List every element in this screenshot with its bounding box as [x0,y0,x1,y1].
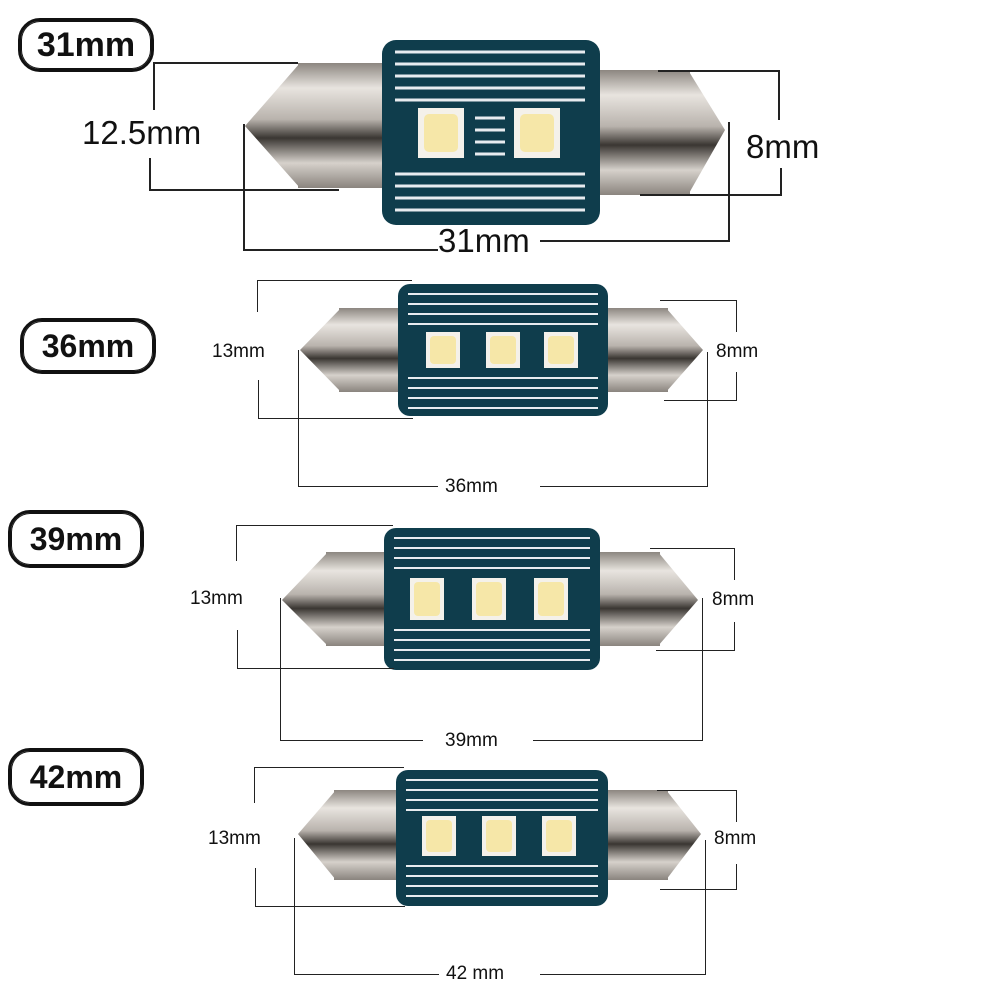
cap-label-31mm: 8mm [746,128,820,165]
size-badge-36mm: 36mm [20,318,156,374]
length-label-31mm: 31mm [438,222,530,259]
cap-label-36mm: 8mm [716,341,759,362]
size-badge-39mm: 39mm [8,510,144,568]
bulb-31mm-image [245,40,725,225]
diameter-label-36mm: 13mm [212,341,265,362]
length-label-36mm: 36mm [445,476,498,497]
diameter-label-42mm: 13mm [208,828,261,849]
size-badge-42mm: 42mm [8,748,144,806]
bulb-39mm-image [282,528,698,670]
length-label-39mm: 39mm [445,730,498,751]
cap-label-39mm: 8mm [712,589,755,610]
cap-label-42mm: 8mm [714,828,757,849]
size-badge-31mm: 31mm [18,18,154,72]
diameter-label-31mm: 12.5mm [82,114,202,151]
diameter-label-39mm: 13mm [190,588,243,609]
bulb-42mm-image [298,770,701,906]
bulb-36mm-image [300,284,703,416]
length-label-42mm: 42 mm [446,963,505,984]
